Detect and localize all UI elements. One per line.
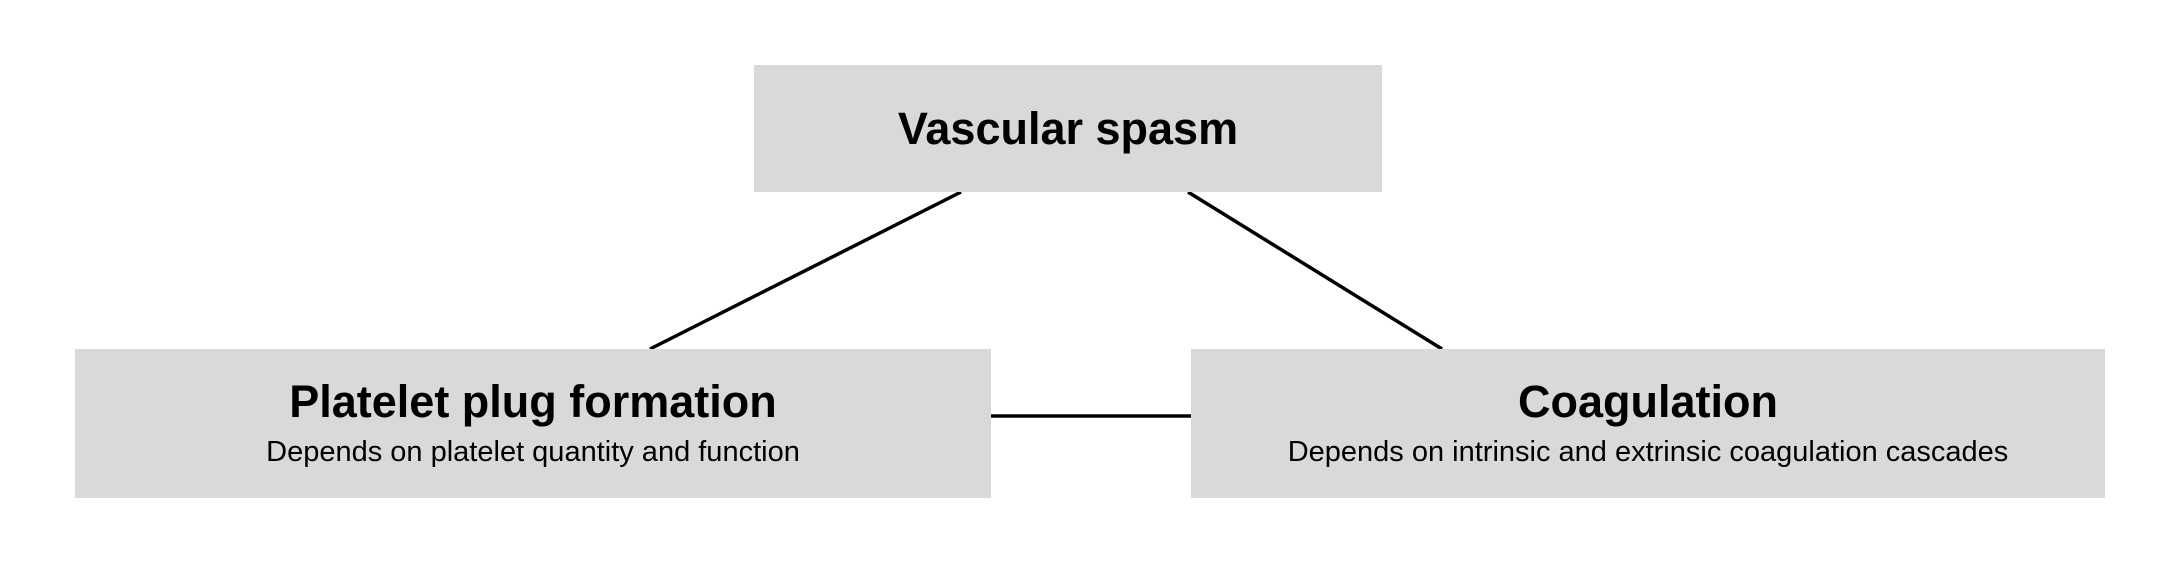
node-coagulation-title: Coagulation [1518,375,1778,427]
edge-vascular-to-coagulation [1187,190,1443,351]
node-platelet-plug-formation-title: Platelet plug formation [289,375,777,427]
node-platelet-plug-formation-description: Depends on platelet quantity and functio… [266,435,800,468]
node-platelet-plug-formation: Platelet plug formation Depends on plate… [75,349,991,498]
edge-vascular-to-platelet [649,190,962,351]
node-coagulation: Coagulation Depends on intrinsic and ext… [1191,349,2105,498]
node-vascular-spasm-title: Vascular spasm [897,102,1239,154]
node-vascular-spasm: Vascular spasm [754,65,1382,192]
node-coagulation-description: Depends on intrinsic and extrinsic coagu… [1287,435,2009,468]
